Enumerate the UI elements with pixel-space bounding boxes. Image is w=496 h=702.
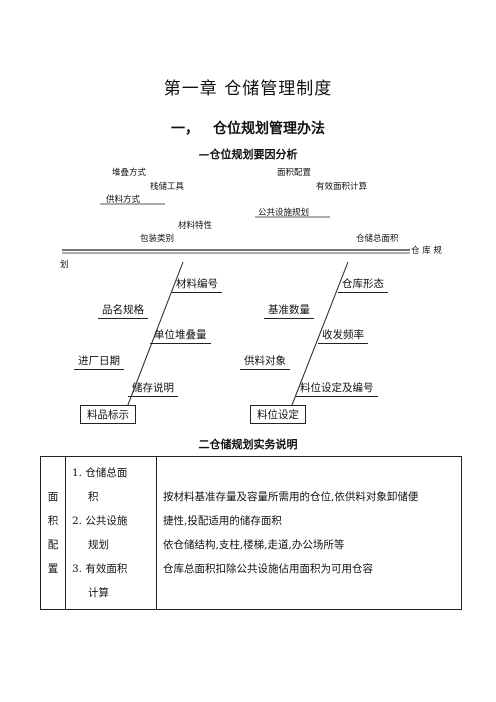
category-char: 积: [47, 515, 59, 527]
label-dispatch-freq: 收发频率: [318, 327, 368, 344]
label-supply-target: 供料对象: [240, 353, 290, 370]
label-location-code: 料位设定及编号: [296, 380, 378, 397]
bone-right: [289, 261, 349, 411]
section-label: 仓位规划管理办法: [213, 121, 325, 137]
label-entry-date: 进厂日期: [74, 353, 124, 370]
chapter-title: 第一章 仓储管理制度: [163, 79, 333, 99]
section-number: 一，: [171, 121, 199, 137]
section-title: 一， 仓位规划管理办法: [0, 118, 496, 138]
bone-left: [125, 261, 184, 411]
item-3-cont: 计算: [88, 587, 109, 599]
category-char: 配: [47, 539, 59, 551]
table-row: 面 积 配 置 1. 仓储总面 积 2. 公共设施 规划 3. 有效面积 计算 …: [40, 456, 462, 610]
desc-line: 仓库总面积扣除公共设施佔用面积为可用仓容: [163, 563, 373, 575]
label-area-config: 面积配置: [277, 168, 312, 178]
label-warehouse-form: 仓库形态: [338, 276, 388, 293]
label-total-area: 仓储总面积: [356, 234, 399, 244]
spine-label: 仓 库 规: [411, 246, 442, 256]
item-3: 3. 有效面积: [72, 563, 128, 575]
category-cell: 面 积 配 置: [40, 456, 66, 610]
label-stacking-method: 堆叠方式: [112, 168, 147, 178]
items-cell: 1. 仓储总面 积 2. 公共设施 规划 3. 有效面积 计算: [65, 456, 157, 610]
desc-line: 捷性,投配适用的储存面积: [163, 515, 282, 527]
item-1: 1. 仓储总面: [72, 467, 128, 479]
label-unit-stack: 单位堆叠量: [150, 327, 211, 344]
diagram-title: —仓位规划要因分析: [198, 148, 298, 161]
section2-title: 二仓储规划实务说明: [198, 438, 298, 451]
desc-line: 按材料基准存量及容量所需用的仓位,依供料对象卸储便: [163, 491, 419, 503]
label-material-code: 材料编号: [172, 276, 222, 293]
description-cell: 按材料基准存量及容量所需用的仓位,依供料对象卸储便 捷性,投配适用的储存面积 依…: [156, 456, 462, 610]
item-1-cont: 积: [88, 491, 99, 503]
label-location-setting: 料位设定: [250, 405, 306, 424]
item-2-cont: 规划: [88, 539, 109, 551]
item-2: 2. 公共设施: [72, 515, 128, 527]
label-storage-note: 储存说明: [128, 380, 178, 397]
category-char: 置: [47, 563, 59, 575]
category-char: 面: [47, 491, 59, 503]
desc-line: 依仓储结构,支柱,楼梯,走道,办公场所等: [163, 539, 345, 551]
planning-table: 面 积 配 置 1. 仓储总面 积 2. 公共设施 规划 3. 有效面积 计算 …: [40, 456, 462, 610]
label-supply-method: 供料方式: [106, 195, 141, 205]
label-base-quantity: 基准数量: [264, 302, 314, 319]
label-packaging-type: 包装类别: [140, 234, 175, 244]
label-public-facilities: 公共设施规划: [258, 208, 310, 218]
spine-label-tail: 划: [60, 260, 69, 270]
label-effective-area: 有效面积计算: [316, 182, 368, 192]
label-stack-tools: 栈储工具: [150, 182, 185, 192]
label-material-property: 材料特性: [178, 221, 213, 231]
label-product-spec: 品名规格: [98, 302, 148, 319]
label-material-marking: 料品标示: [80, 405, 136, 424]
